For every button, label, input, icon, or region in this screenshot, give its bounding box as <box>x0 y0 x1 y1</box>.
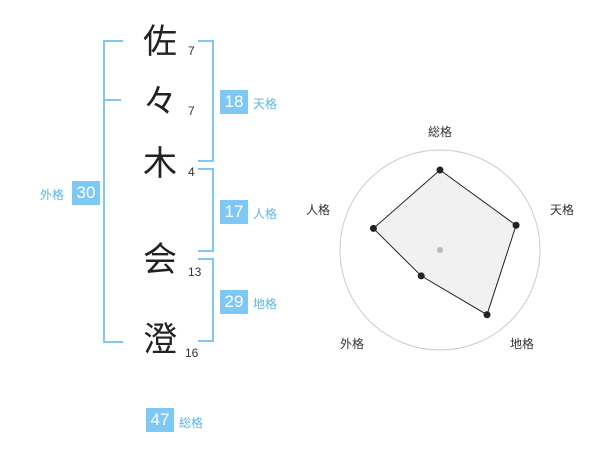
stroke-count-3: 4 <box>188 165 195 179</box>
radar-axis-label-gaikaku: 外格 <box>340 337 365 351</box>
gaikaku-bracket-tick <box>103 99 121 101</box>
radar-center-dot <box>437 247 443 253</box>
radar-point-5 <box>369 224 377 232</box>
gaikaku-label: 外格 <box>40 188 65 202</box>
tenkaku-label: 天格 <box>253 97 278 111</box>
name-char-4: 会 <box>143 240 177 280</box>
radar-ring <box>339 149 541 351</box>
chikaku-bracket <box>198 258 214 342</box>
name-char-1: 佐 <box>143 22 177 62</box>
radar-point-2 <box>512 221 520 229</box>
name-char-2: 々 <box>143 82 177 122</box>
radar-axis-label-tenkaku: 天格 <box>550 203 575 217</box>
stroke-count-2: 7 <box>188 104 195 118</box>
radar-ring <box>364 174 516 326</box>
radar-polygon <box>372 169 517 316</box>
gaikaku-bracket <box>103 40 123 343</box>
radar-ring <box>414 224 466 276</box>
stroke-count-5: 16 <box>185 346 199 360</box>
tenkaku-bracket <box>198 40 214 162</box>
radar-point-4 <box>417 272 425 280</box>
radar-points <box>369 166 520 319</box>
chikaku-label: 地格 <box>253 297 278 311</box>
radar-rings <box>339 149 541 351</box>
radar-axis-label-chikaku: 地格 <box>510 337 535 351</box>
radar-point-1 <box>436 166 444 174</box>
radar-point-3 <box>483 311 491 319</box>
radar-ring <box>389 199 491 301</box>
radar-axis-label-jinkaku: 人格 <box>306 203 331 217</box>
chikaku-value: 29 <box>220 290 248 314</box>
stroke-count-1: 7 <box>188 44 195 58</box>
jinkaku-bracket <box>198 168 214 252</box>
soukaku-label: 総格 <box>179 416 204 430</box>
tenkaku-value: 18 <box>220 90 248 114</box>
name-char-5: 澄 <box>143 320 177 360</box>
stroke-count-4: 13 <box>188 265 202 279</box>
jinkaku-label: 人格 <box>253 207 278 221</box>
jinkaku-value: 17 <box>220 200 248 224</box>
name-char-3: 木 <box>143 144 177 184</box>
gaikaku-value: 30 <box>72 181 100 205</box>
radar-axis-label-soukaku: 総格 <box>428 125 453 139</box>
soukaku-value: 47 <box>146 408 174 432</box>
